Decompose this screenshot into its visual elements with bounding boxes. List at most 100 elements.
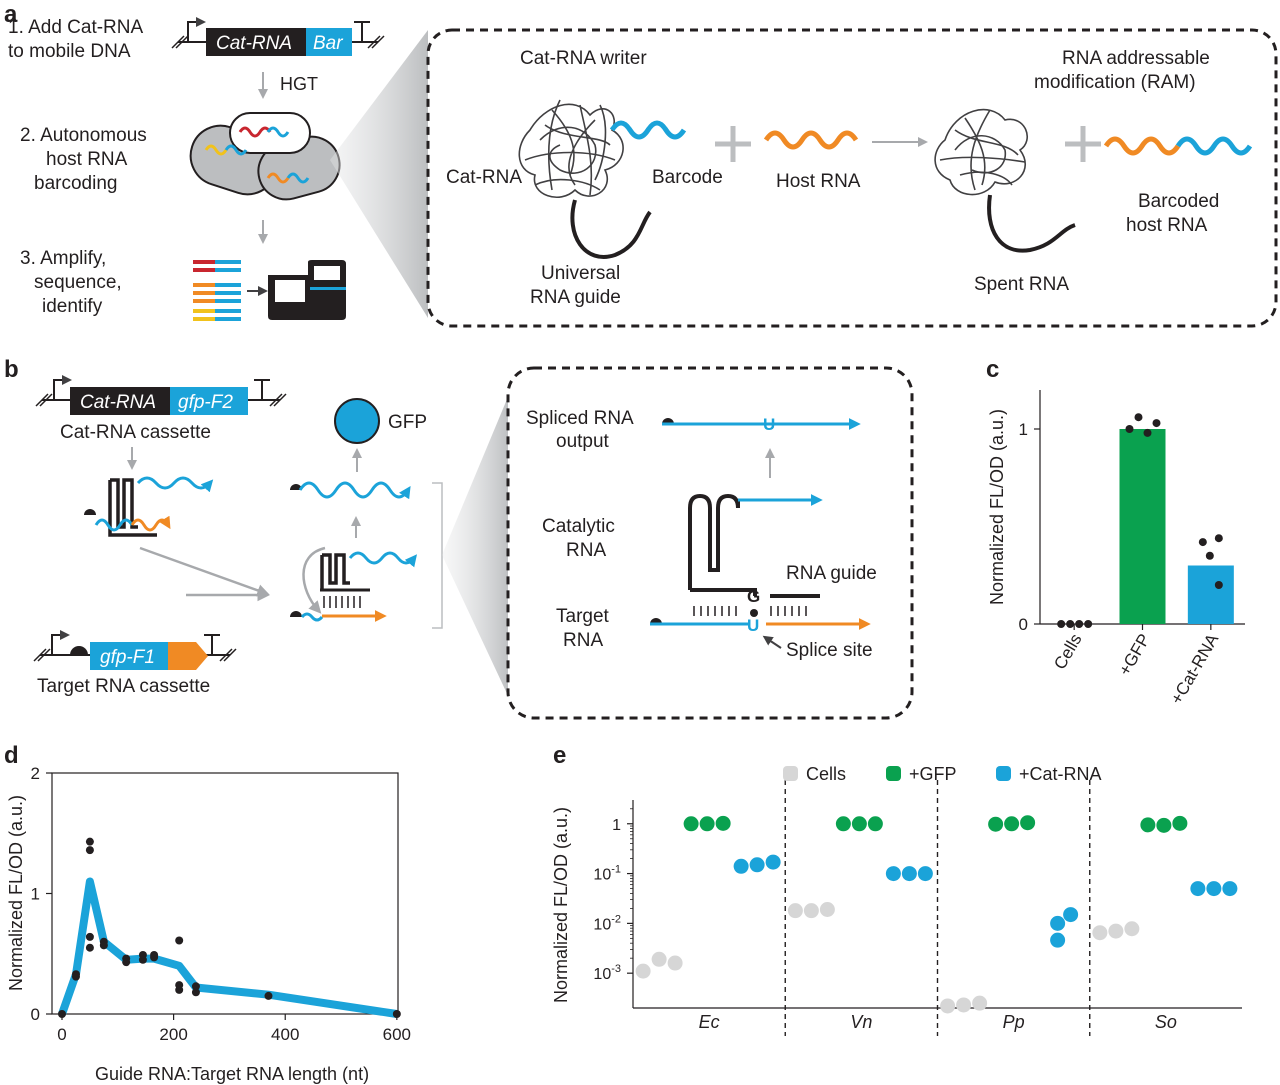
point-e-2-1-2: [917, 866, 933, 882]
gene-gfp-f1: gfp-F1: [100, 647, 155, 668]
category-label-Ec: Ec: [699, 1012, 720, 1032]
spent-strand: [987, 194, 1076, 253]
catalytic-line1: Catalytic: [542, 516, 615, 537]
spliced-output-strand: [298, 481, 411, 500]
target-line1: Target: [556, 606, 610, 627]
ylabel-e: Normalized FL/OD (a.u.): [551, 807, 571, 1003]
xtick-label-c-2: +Cat-RNA: [1167, 630, 1223, 708]
cassette1-label: Cat-RNA cassette: [60, 422, 211, 443]
plus-icon-2: [1065, 126, 1101, 162]
panel-label-a: a: [4, 1, 18, 28]
category-label-Pp: Pp: [1003, 1012, 1025, 1032]
cat-rna-cassette: Cat-RNA gfp-F2: [35, 375, 287, 415]
terminator-icon: [354, 21, 370, 42]
point-e-2-2-2: [1063, 907, 1079, 923]
cap-icon: [84, 509, 96, 515]
point-d-20: [264, 991, 273, 1000]
ribozyme-icon-2: [320, 553, 350, 590]
point-e-0-0-1: [651, 951, 667, 967]
point-d-0: [58, 1010, 66, 1018]
point-e-2-0-2: [765, 854, 781, 870]
step2-line2: host RNA: [46, 149, 128, 170]
point-e-2-3-1: [1206, 881, 1222, 897]
panel-label-e: e: [553, 742, 566, 769]
ytick-label-e-0: 10-3: [593, 963, 621, 983]
point-d-2: [71, 970, 80, 979]
point-d-10: [122, 958, 131, 967]
point-e-2-0-1: [749, 857, 765, 873]
xtick-label-d-3: 600: [383, 1025, 411, 1044]
ylabel-c: Normalized FL/OD (a.u.): [987, 409, 1007, 605]
guide-line2: RNA guide: [530, 287, 621, 308]
point-e-1-2-0: [988, 816, 1004, 832]
spliced-line2: output: [556, 431, 610, 452]
point-e-0-1-0: [787, 903, 803, 919]
ram-title-line2: modification (RAM): [1034, 72, 1196, 93]
target-line2: RNA: [563, 630, 603, 651]
catalytic-line2: RNA: [566, 540, 606, 561]
point-e-2-3-2: [1222, 881, 1238, 897]
point-d-12: [138, 950, 147, 959]
point-d-6: [85, 943, 94, 952]
point-e-1-1-1: [851, 816, 867, 832]
rna-guide-label: RNA guide: [786, 563, 877, 584]
point-e-1-3-1: [1156, 817, 1172, 833]
cat-rna-structure: [518, 99, 624, 199]
category-label-So: So: [1155, 1012, 1177, 1032]
legend-label-2: +Cat-RNA: [1019, 764, 1102, 784]
ytick-label-e-1: 10-2: [593, 913, 621, 933]
panel-label-b: b: [4, 356, 19, 383]
host-rna-strand: [763, 130, 859, 150]
ytick-label-d-1: 1: [31, 885, 40, 904]
ytick-label-e-3: 1: [612, 817, 621, 834]
xtick-label-d-1: 200: [159, 1025, 187, 1044]
point-e-0-3-2: [1124, 921, 1140, 937]
step3-line3: identify: [42, 296, 103, 317]
legend-swatch-1: [886, 766, 901, 781]
point-e-2-1-1: [901, 866, 917, 882]
point-d-15: [175, 936, 184, 945]
point-e-1-3-0: [1140, 817, 1156, 833]
step2-line1: 2. Autonomous: [20, 125, 147, 146]
legend-swatch-2: [996, 766, 1011, 781]
point-c-0-3: [1084, 620, 1093, 628]
point-d-17: [175, 981, 184, 990]
point-e-1-0-1: [699, 816, 715, 832]
point-e-0-1-2: [819, 901, 835, 917]
gene-catrna-b: Cat-RNA: [80, 392, 156, 413]
panel-label-d: d: [4, 742, 19, 769]
panel-b: b Cat-RNA gfp-F2 Cat-RNA cassette: [4, 356, 914, 720]
legend-swatch-0: [783, 766, 798, 781]
gene-bar-a: Bar: [313, 33, 343, 54]
catalytic-rna-icon: [688, 493, 740, 590]
ytick-label-c-1: 1: [1019, 420, 1028, 439]
ylabel-d: Normalized FL/OD (a.u.): [6, 795, 26, 991]
point-e-2-3-0: [1190, 881, 1206, 897]
gene-gfp-f2: gfp-F2: [178, 392, 233, 413]
guide-line1: Universal: [541, 263, 620, 284]
point-d-3: [85, 837, 94, 846]
spent-label: Spent RNA: [974, 274, 1069, 295]
panel-a: a 1. Add Cat-RNA to mobile DNA Cat-RNA B…: [4, 1, 1278, 328]
point-e-0-2-0: [940, 998, 956, 1014]
point-d-8: [99, 941, 108, 950]
barcode-label: Barcode: [652, 167, 723, 188]
point-e-2-2-1: [1050, 932, 1066, 948]
g-nucleotide: G: [747, 587, 760, 606]
spliced-line1: Spliced RNA: [526, 408, 634, 429]
plus-icon: [715, 126, 751, 162]
point-e-1-1-2: [867, 816, 883, 832]
point-e-0-2-1: [956, 997, 972, 1013]
point-e-2-1-0: [885, 866, 901, 882]
sequencing-reads-icon: [193, 260, 241, 321]
bar-+GFP: [1119, 429, 1166, 624]
point-c-1-1: [1134, 413, 1143, 422]
point-e-1-3-2: [1172, 815, 1188, 831]
writer-box: [426, 28, 1278, 328]
bar-+Cat-RNA: [1187, 565, 1234, 624]
ribozyme-tail-1: [136, 476, 214, 493]
step3-line2: sequence,: [34, 272, 122, 293]
barcoded-line2: host RNA: [1126, 215, 1208, 236]
